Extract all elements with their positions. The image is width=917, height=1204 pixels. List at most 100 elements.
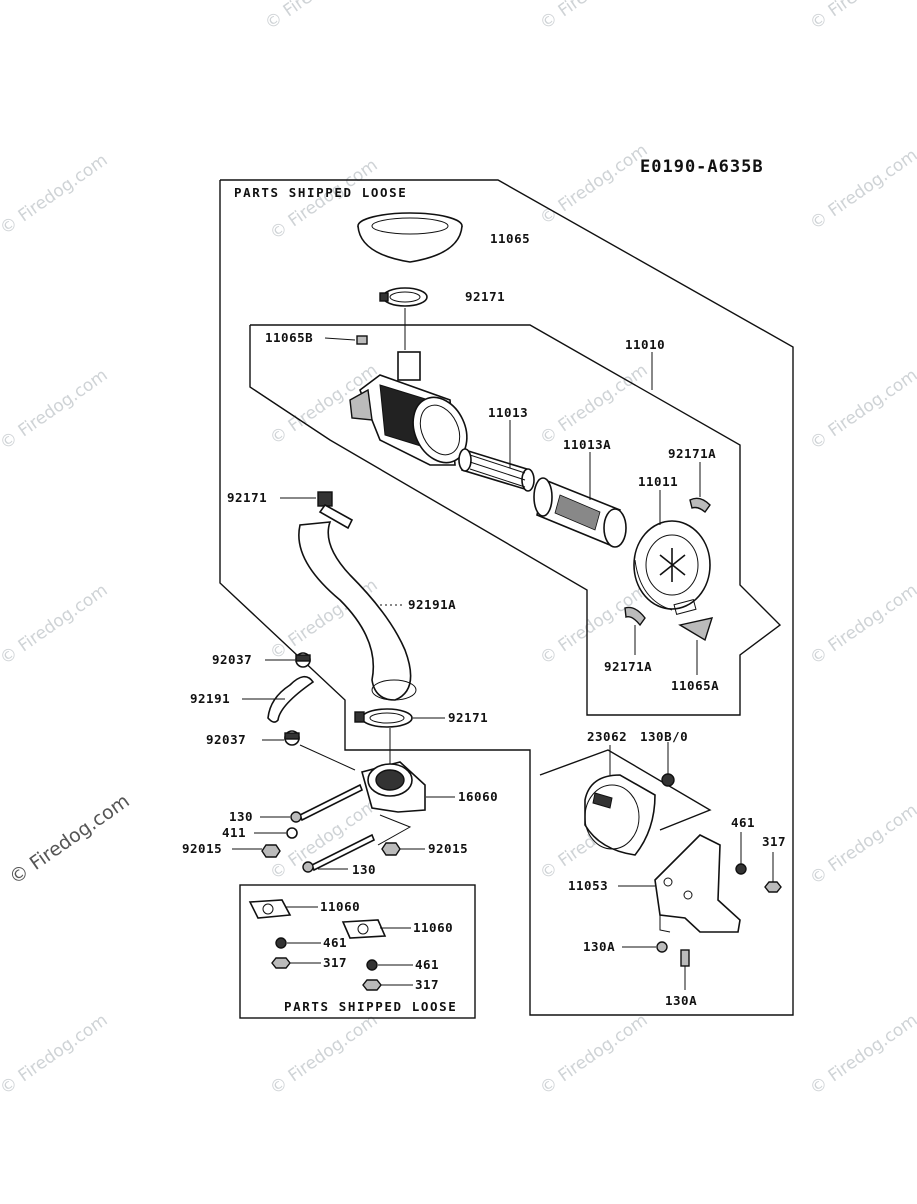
label-461-b: 461 — [415, 957, 439, 972]
leader — [377, 814, 412, 846]
label-317-b: 317 — [415, 977, 439, 992]
label-130A-bottom: 130A — [665, 993, 697, 1008]
label-317-a: 317 — [323, 955, 347, 970]
air-cleaner-cap — [357, 212, 463, 263]
label-92171A-top: 92171A — [668, 446, 716, 461]
bracket-11053 — [654, 834, 741, 933]
watermark: © Firedog.com — [536, 140, 651, 229]
primary-element — [533, 477, 627, 548]
label-92037-bottom: 92037 — [206, 732, 246, 747]
label-11010: 11010 — [625, 337, 665, 352]
cover-clip-bottom — [624, 606, 646, 627]
vacuator-valve — [673, 598, 714, 642]
label-92171A-bottom: 92171A — [604, 659, 652, 674]
watermark: © Firedog.com — [0, 150, 111, 239]
header-parts-shipped-loose-top: PARTS SHIPPED LOOSE — [234, 185, 407, 200]
loose-parts-box-bottom — [239, 884, 476, 1019]
watermark: © Firedog.com — [806, 145, 917, 234]
bracket-group-outline — [539, 749, 712, 831]
label-130-upper: 130 — [229, 809, 253, 824]
bolt-130b0 — [661, 773, 675, 787]
watermark: © Firedog.com — [0, 1010, 111, 1099]
throttle-body — [361, 761, 426, 813]
leader — [299, 744, 356, 771]
hose-clamp-left — [317, 491, 354, 530]
air-cleaner-assembly-outline — [249, 324, 782, 716]
label-92191: 92191 — [190, 691, 230, 706]
gasket-11060-a — [248, 899, 292, 919]
label-92171-middle: 92171 — [448, 710, 488, 725]
air-cleaner-cover — [633, 520, 711, 611]
label-23062: 23062 — [587, 729, 627, 744]
label-92191A: 92191A — [408, 597, 456, 612]
label-92015-right: 92015 — [428, 841, 468, 856]
nut-317-b — [362, 979, 382, 991]
label-11060-b: 11060 — [413, 920, 453, 935]
cover-clip-top — [689, 497, 711, 514]
label-11053: 11053 — [568, 878, 608, 893]
bolt-130a-right — [680, 949, 690, 967]
vacuator-valve-small — [356, 335, 368, 345]
label-92015-left: 92015 — [182, 841, 222, 856]
watermark: © Firedog.com — [0, 365, 111, 454]
label-11065: 11065 — [490, 231, 530, 246]
air-cleaner-band — [584, 774, 656, 856]
assembly-lower-line — [249, 386, 331, 441]
label-92171-top: 92171 — [465, 289, 505, 304]
label-130A-left: 130A — [583, 939, 615, 954]
leader — [324, 337, 356, 341]
label-16060: 16060 — [458, 789, 498, 804]
washer-461-a — [275, 937, 287, 949]
label-11060-a: 11060 — [320, 899, 360, 914]
washer-461 — [735, 863, 747, 875]
bolt-130-upper — [290, 783, 364, 823]
watermark: © Firedog.com — [0, 580, 111, 669]
label-317-right: 317 — [762, 834, 786, 849]
washer-461-b — [366, 959, 378, 971]
nut-92015-right — [381, 842, 401, 856]
bolt-130-lower — [302, 833, 376, 873]
header-parts-shipped-loose-bottom: PARTS SHIPPED LOOSE — [284, 999, 457, 1014]
diagram-code: E0190-A635B — [640, 157, 764, 177]
label-11011: 11011 — [638, 474, 678, 489]
label-130B0: 130B/0 — [640, 729, 688, 744]
label-11013A: 11013A — [563, 437, 611, 452]
hose-clamp-middle — [354, 708, 413, 728]
label-92037-top: 92037 — [212, 652, 252, 667]
air-cleaner-body — [349, 351, 468, 466]
small-hose-assembly — [267, 652, 315, 746]
inner-element — [458, 448, 535, 492]
label-130-lower: 130 — [352, 862, 376, 877]
watermark: © Firedog.com — [806, 0, 917, 34]
watermark: © Firedog.com — [806, 580, 917, 669]
label-11013: 11013 — [488, 405, 528, 420]
watermark: © Firedog.com — [806, 800, 917, 889]
label-411: 411 — [222, 825, 246, 840]
label-11065B: 11065B — [265, 330, 313, 345]
intake-hose — [298, 521, 417, 701]
watermark: © Firedog.com — [266, 1010, 381, 1099]
nut-317-a — [271, 957, 291, 969]
label-461-right: 461 — [731, 815, 755, 830]
label-11065A: 11065A — [671, 678, 719, 693]
watermark: © Firedog.com — [5, 790, 133, 889]
watermark: © Firedog.com — [536, 360, 651, 449]
nut-317 — [764, 881, 782, 893]
watermark: © Firedog.com — [806, 1010, 917, 1099]
watermark: © Firedog.com — [536, 1010, 651, 1099]
label-92171-left: 92171 — [227, 490, 267, 505]
nut-92015-left — [261, 844, 281, 858]
watermark-layer: © Firedog.com © Firedog.com © Firedog.co… — [0, 0, 917, 1099]
main-group-outline — [219, 179, 794, 1016]
label-461-a: 461 — [323, 935, 347, 950]
watermark: © Firedog.com — [536, 0, 651, 34]
watermark: © Firedog.com — [536, 580, 651, 669]
bolt-130a-left — [656, 941, 668, 953]
gasket-11060-b — [341, 919, 387, 939]
washer-411 — [286, 827, 298, 839]
hose-clamp-top — [379, 287, 428, 307]
watermark: © Firedog.com — [261, 0, 376, 34]
watermark: © Firedog.com — [806, 365, 917, 454]
